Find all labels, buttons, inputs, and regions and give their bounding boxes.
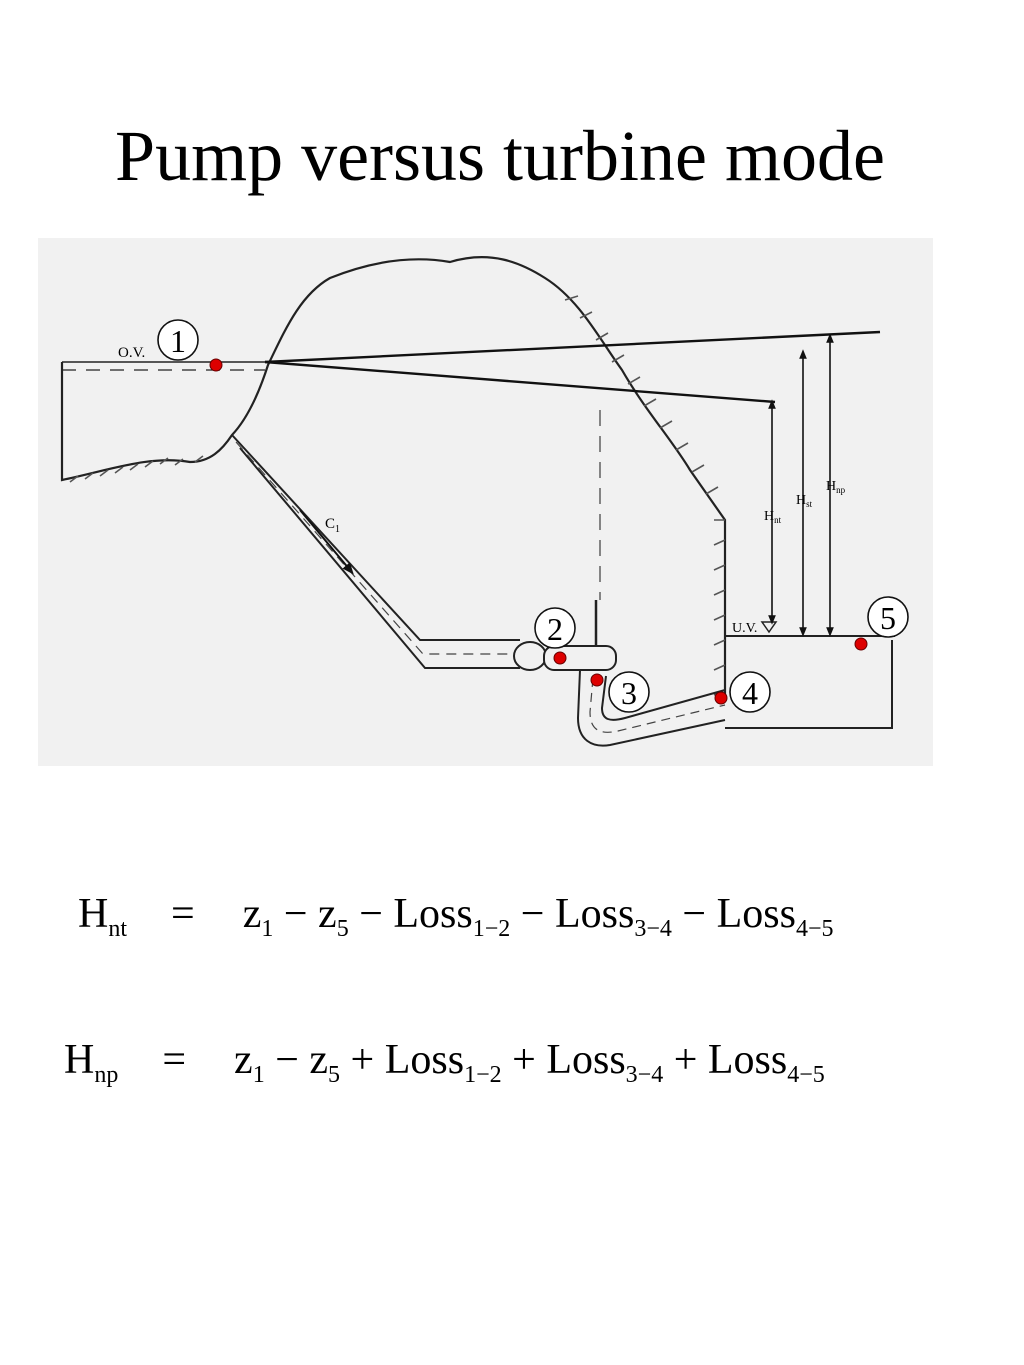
station-1-circle bbox=[157, 319, 199, 361]
station-4-label: 4 bbox=[742, 675, 758, 711]
eq1-op0: − bbox=[283, 891, 308, 937]
eq1-lhs: H bbox=[78, 891, 109, 937]
station-point-1: 1 bbox=[157, 319, 223, 372]
station-point-3: 3 bbox=[590, 671, 650, 713]
energy-line-upper bbox=[264, 330, 881, 364]
station-2-circle bbox=[534, 607, 576, 649]
station-3-marker bbox=[590, 673, 604, 687]
equation-turbine-head: Hnt=z1 − z5 − Loss1−2 − Loss3−4 − Loss4−… bbox=[78, 890, 833, 943]
equation-pump-head: Hnp=z1 − z5 + Loss1−2 + Loss3−4 + Loss4−… bbox=[64, 1036, 825, 1089]
eq1-loss-1-2-sub: 1−2 bbox=[472, 916, 511, 942]
ground-hatching bbox=[69, 455, 204, 483]
penstock-outer bbox=[231, 434, 520, 641]
draft-tube-centerline bbox=[589, 677, 726, 733]
eq2-loss-3-4: Loss bbox=[546, 1037, 626, 1083]
eq2-loss-1-2-sub: 1−2 bbox=[464, 1062, 502, 1088]
flow-arrow-c1 bbox=[299, 509, 354, 575]
eq2-lhs: H bbox=[64, 1037, 95, 1083]
c1-label: C1 bbox=[325, 516, 340, 535]
ov-label: O.V. bbox=[118, 345, 145, 361]
energy-line-lower bbox=[264, 360, 776, 404]
eq1-lhs-sub: nt bbox=[108, 916, 128, 942]
slide-title: Pump versus turbine mode bbox=[115, 116, 885, 196]
mountain-outline bbox=[60, 256, 727, 700]
eq2-op3: + bbox=[673, 1037, 698, 1083]
eq1-z1-sub: 1 bbox=[261, 916, 274, 942]
eq2-z5-sub: 5 bbox=[328, 1062, 341, 1088]
eq2-lhs-sub: np bbox=[94, 1062, 119, 1088]
uv-label: U.V. bbox=[732, 621, 757, 636]
station-5-circle bbox=[867, 596, 909, 638]
eq1-z1: z bbox=[242, 891, 262, 937]
eq1-loss-3-4: Loss bbox=[554, 891, 635, 937]
penstock-centerline bbox=[235, 441, 520, 655]
lower-reservoir bbox=[725, 640, 893, 729]
station-1-marker bbox=[209, 358, 223, 372]
station-3-circle bbox=[608, 671, 650, 713]
eq1-op2: − bbox=[520, 891, 545, 937]
eq1-loss-1-2: Loss bbox=[393, 891, 473, 937]
eq1-loss-3-4-sub: 3−4 bbox=[634, 916, 672, 942]
eq1-op1: − bbox=[359, 891, 383, 937]
station-5-label: 5 bbox=[880, 600, 896, 636]
eq2-op1: + bbox=[350, 1037, 375, 1083]
eq2-z5: z bbox=[309, 1037, 329, 1083]
station-2-label: 2 bbox=[547, 611, 563, 647]
eq2-loss-3-4-sub: 3−4 bbox=[625, 1062, 664, 1088]
station-4-marker bbox=[714, 691, 728, 705]
eq1-loss-4-5-sub: 4−5 bbox=[795, 916, 834, 942]
station-2-marker bbox=[553, 651, 567, 665]
eq1-equals: = bbox=[171, 891, 195, 937]
spherical-valve bbox=[513, 641, 547, 671]
station-5-marker bbox=[854, 637, 868, 651]
station-point-4: 4 bbox=[714, 671, 771, 713]
hnt-label: Hnt bbox=[764, 509, 782, 525]
eq1-loss-4-5: Loss bbox=[716, 891, 796, 937]
draft-tube-inner bbox=[600, 675, 726, 721]
hnp-label: Hnp bbox=[826, 479, 846, 495]
draft-tube-outer bbox=[576, 669, 726, 747]
hst-label: Hst bbox=[796, 493, 813, 509]
station-point-2: 2 bbox=[534, 607, 576, 665]
eq2-op2: + bbox=[512, 1037, 536, 1083]
eq2-op0: − bbox=[275, 1037, 299, 1083]
eq2-z1: z bbox=[234, 1037, 253, 1083]
pumped-storage-diagram: O.V. C1 U.V. Hnp Hst Hnt 1 2 bbox=[38, 238, 933, 766]
station-4-circle bbox=[729, 671, 771, 713]
eq2-loss-4-5-sub: 4−5 bbox=[787, 1062, 825, 1088]
station-3-label: 3 bbox=[621, 675, 637, 711]
eq1-op3: − bbox=[682, 891, 707, 937]
eq2-equals: = bbox=[162, 1037, 187, 1083]
eq1-z5-sub: 5 bbox=[336, 916, 349, 942]
eq2-loss-4-5: Loss bbox=[707, 1037, 788, 1083]
eq2-loss-1-2: Loss bbox=[384, 1037, 465, 1083]
penstock-inner bbox=[239, 447, 520, 669]
mountain-hatching bbox=[564, 295, 726, 696]
eq2-z1-sub: 1 bbox=[252, 1062, 265, 1088]
station-1-label: 1 bbox=[170, 323, 186, 359]
station-point-5: 5 bbox=[854, 596, 909, 651]
eq1-z5: z bbox=[318, 891, 337, 937]
